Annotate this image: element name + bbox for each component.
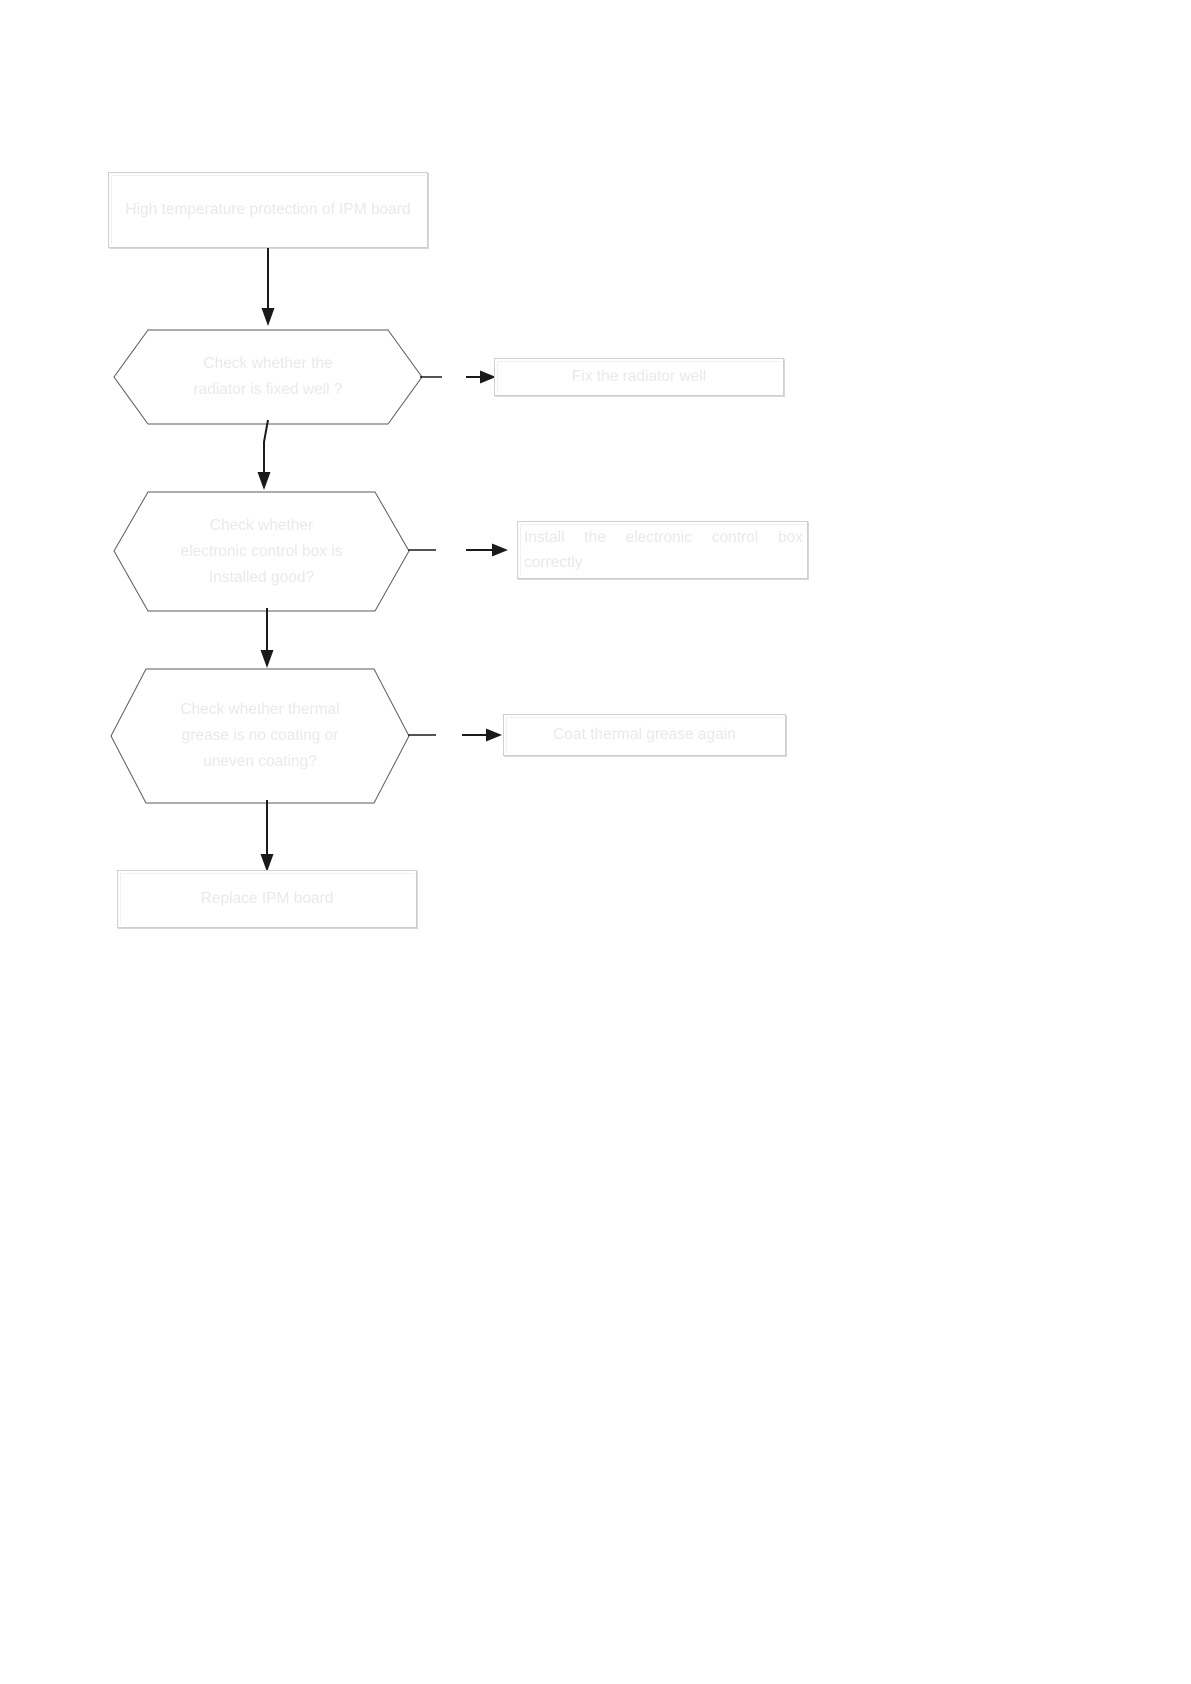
hexagon-shape (113, 329, 423, 425)
hexagon-shape (113, 491, 410, 612)
node-start-label: High temperature protection of IPM board (125, 201, 411, 218)
node-decision-thermal-grease-label: Check whether thermal grease is no coati… (180, 701, 340, 770)
node-decision-radiator[interactable]: Check whether the radiator is fixed well… (113, 329, 423, 425)
node-decision-radiator-label: Check whether the radiator is fixed well… (193, 355, 343, 398)
node-action-coat-thermal-grease-label: Coat thermal grease again (553, 726, 736, 743)
node-decision-control-box[interactable]: Check whether electronic control box is … (113, 491, 410, 612)
node-action-install-control-box[interactable]: Install the electronic control box corre… (517, 521, 808, 579)
node-end-label: Replace IPM board (200, 890, 334, 907)
node-decision-control-box-label: Check whether electronic control box is … (180, 516, 343, 586)
connector-decision-thermal-grease-to-coat-grease (408, 728, 502, 742)
node-action-coat-thermal-grease[interactable]: Coat thermal grease again (503, 714, 786, 756)
node-action-fix-radiator-label: Fix the radiator well (571, 368, 707, 385)
node-action-install-control-box-label: Install the electronic control box corre… (524, 529, 803, 571)
node-decision-thermal-grease[interactable]: Check whether thermal grease is no coati… (110, 668, 410, 804)
node-action-fix-radiator[interactable]: Fix the radiator well (494, 358, 784, 396)
connector-decision-radiator-to-fix-radiator (420, 370, 496, 384)
connector-decision-thermal-grease-to-end (260, 800, 274, 872)
node-start-high-temperature-protection[interactable]: High temperature protection of IPM board (108, 172, 428, 248)
connector-decision-control-box-to-install-control-box (408, 543, 508, 557)
connector-decision-control-box-to-decision-thermal-grease (260, 608, 274, 668)
hexagon-shape (110, 668, 410, 804)
connector-decision-radiator-to-decision-control-box (257, 419, 271, 490)
node-end-replace-ipm-board[interactable]: Replace IPM board (117, 870, 417, 928)
connector-start-to-decision-radiator (261, 248, 275, 326)
